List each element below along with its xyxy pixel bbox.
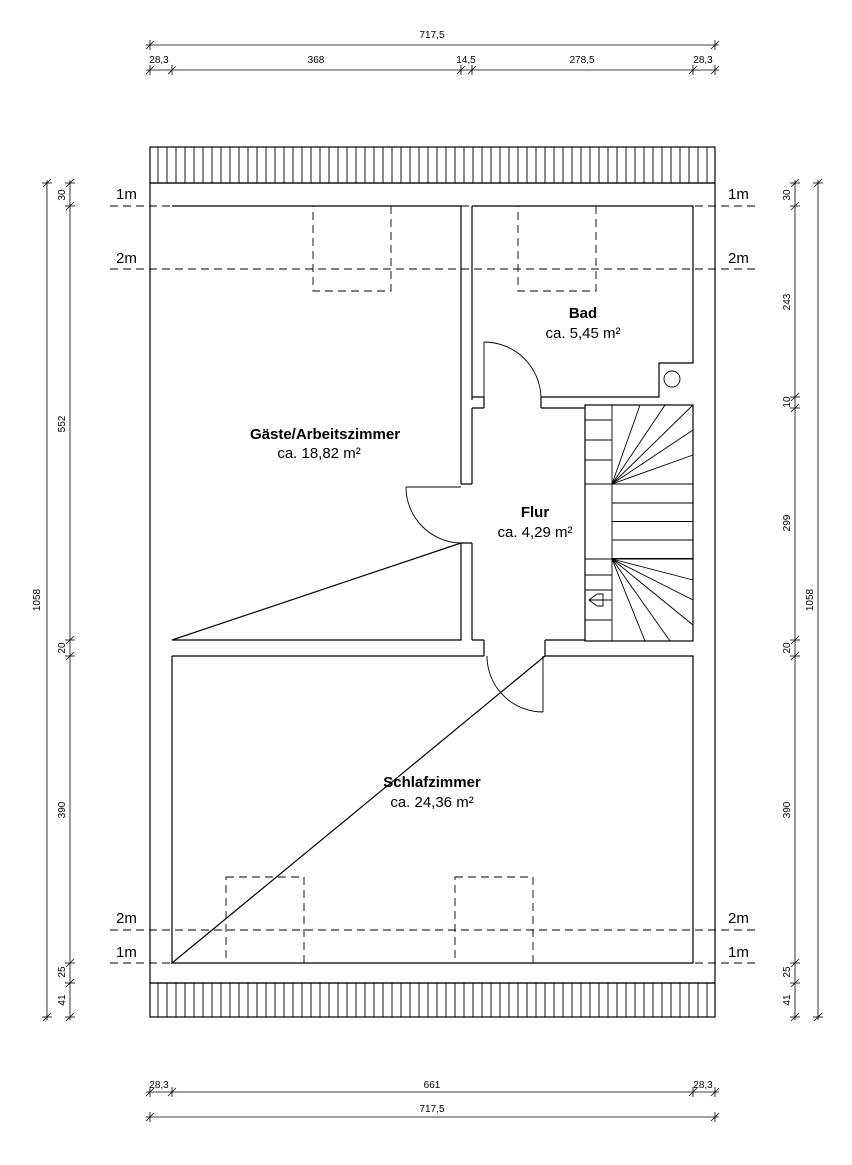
stair-tread	[611, 429, 694, 485]
wall-middle	[472, 639, 585, 656]
stair-tread	[611, 558, 694, 601]
height-label-1m-tr: 1m	[728, 186, 749, 203]
dim-right-seg-0: 30	[782, 189, 793, 201]
door-schlaf	[486, 655, 544, 713]
dim-bottom-seg-2: 28,3	[693, 1080, 713, 1091]
dim-bottom-seg-1: 661	[424, 1080, 441, 1091]
dim-right-seg-2: 10	[782, 396, 793, 408]
dim-left-seg-5: 41	[57, 994, 68, 1006]
room-bad-name: Bad	[569, 305, 597, 322]
dim-left: 1058 30 552 20 390 25 41	[32, 178, 75, 1022]
dim-right-seg-4: 20	[782, 642, 793, 654]
dim-left-seg-0: 30	[57, 189, 68, 201]
dim-right-seg-1: 243	[782, 293, 793, 310]
stair-tread	[611, 558, 694, 626]
dim-left-seg-3: 390	[57, 801, 68, 818]
stair-tread	[611, 454, 694, 485]
skylight-schlaf-right	[454, 876, 534, 964]
dim-right-seg-6: 25	[782, 966, 793, 978]
stair-arrow-icon	[588, 593, 612, 607]
dim-left-total: 1058	[32, 588, 43, 611]
stair-tread	[611, 404, 641, 485]
skylight-schlaf-left	[225, 876, 305, 964]
dim-left-seg-4: 25	[57, 966, 68, 978]
staircase	[584, 404, 694, 642]
height-label-2m-br: 2m	[728, 910, 749, 927]
skylight-bad	[517, 205, 597, 292]
dim-top: 717,5 28,3 368 14,5 278,5 28,3	[145, 30, 720, 75]
dim-top-seg-4: 28,3	[693, 55, 713, 66]
dim-top-total: 717,5	[419, 30, 444, 41]
skylight-gaeste	[312, 205, 392, 292]
height-label-1m-bl: 1m	[116, 944, 137, 961]
dim-right-total: 1058	[805, 588, 816, 611]
height-label-2m-bl: 2m	[116, 910, 137, 927]
dim-right-seg-7: 41	[782, 994, 793, 1006]
room-flur-area: ca. 4,29 m²	[497, 524, 572, 541]
height-label-1m-br: 1m	[728, 944, 749, 961]
room-schlaf-name: Schlafzimmer	[383, 774, 481, 791]
dim-right-seg-5: 390	[782, 801, 793, 818]
height-label-1m-tl: 1m	[116, 186, 137, 203]
dim-left-seg-1: 552	[57, 415, 68, 432]
door-bad	[483, 341, 542, 398]
room-gaeste-area: ca. 18,82 m²	[277, 445, 360, 462]
stair-tread	[611, 404, 666, 485]
room-schlaf-area: ca. 24,36 m²	[390, 794, 473, 811]
stair-tread	[611, 558, 646, 642]
dim-top-seg-1: 368	[308, 55, 325, 66]
outer-wall	[149, 182, 716, 984]
roof-bottom	[149, 982, 716, 1018]
room-bad-area: ca. 5,45 m²	[545, 325, 620, 342]
stair-tread	[611, 558, 671, 642]
dim-bottom: 28,3 661 28,3 717,5	[145, 1080, 720, 1122]
dim-top-seg-0: 28,3	[149, 55, 169, 66]
dim-top-seg-2: 14,5	[456, 55, 476, 66]
room-flur-name: Flur	[521, 504, 549, 521]
room-bad-outline	[472, 205, 694, 398]
drain-icon	[663, 370, 681, 388]
dim-bottom-total: 717,5	[419, 1104, 444, 1115]
height-label-2m-tl: 2m	[116, 250, 137, 267]
height-label-2m-tr: 2m	[728, 250, 749, 267]
dim-right-seg-3: 299	[782, 514, 793, 531]
dim-left-seg-2: 20	[57, 642, 68, 654]
dim-top-seg-3: 278,5	[569, 55, 594, 66]
dim-right: 1058 30 243 10 299 20 390 25 41	[782, 178, 823, 1022]
room-schlaf-outline	[170, 655, 694, 964]
room-gaeste-name: Gäste/Arbeitszimmer	[250, 426, 400, 443]
room-gaeste-outline	[171, 205, 462, 641]
stair-tread	[611, 558, 694, 581]
dim-bottom-seg-0: 28,3	[149, 1080, 169, 1091]
door-gaeste	[405, 486, 462, 544]
roof-top	[149, 146, 716, 184]
stair-tread	[611, 404, 694, 485]
